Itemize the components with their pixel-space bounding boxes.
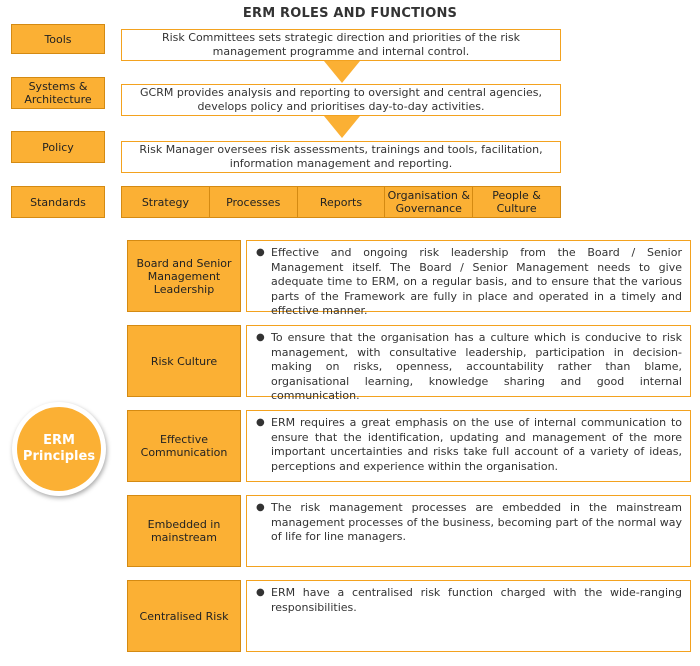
standard-strategy: Strategy — [121, 186, 209, 218]
standard-organisation-governance: Organisation & Governance — [384, 186, 473, 218]
bullet-icon: ● — [256, 247, 265, 258]
principle-label-effective-communication: Effective Communication — [127, 410, 241, 482]
principle-text: Effective and ongoing risk leadership fr… — [271, 246, 682, 317]
standard-people-culture: People & Culture — [472, 186, 561, 218]
principle-label-risk-culture: Risk Culture — [127, 325, 241, 397]
diagram-title: ERM ROLES AND FUNCTIONS — [242, 6, 458, 21]
principle-text: ERM have a centralised risk function cha… — [271, 586, 682, 614]
bullet-icon: ● — [256, 417, 265, 428]
role-label-standards: Standards — [11, 186, 105, 218]
down-arrow — [324, 61, 360, 83]
erm-principles-heading: ERM Principles — [17, 407, 101, 491]
bullet-icon: ● — [256, 587, 265, 598]
role-label-systems-architecture: Systems & Architecture — [11, 77, 105, 109]
principle-description-board-leadership: ● Effective and ongoing risk leadership … — [246, 240, 691, 317]
principle-label-centralised-risk: Centralised Risk — [127, 580, 241, 652]
role-description-systems-architecture: GCRM provides analysis and reporting to … — [121, 84, 561, 116]
role-description-tools: Risk Committees sets strategic direction… — [121, 29, 561, 61]
standard-reports: Reports — [296, 186, 385, 218]
principle-text: To ensure that the organisation has a cu… — [271, 331, 682, 402]
down-arrow — [324, 116, 360, 138]
role-description-policy: Risk Manager oversees risk assessments, … — [121, 141, 561, 173]
role-label-policy: Policy — [11, 131, 105, 163]
principle-description-effective-communication: ● ERM requires a great emphasis on the u… — [246, 410, 691, 482]
principle-label-board-leadership: Board and Senior Management Leadership — [127, 240, 241, 312]
principle-label-embedded-mainstream: Embedded in mainstream — [127, 495, 241, 567]
standards-row: Strategy Processes Reports Organisation … — [121, 186, 561, 218]
bullet-icon: ● — [256, 502, 265, 513]
principle-text: ERM requires a great emphasis on the use… — [271, 416, 682, 473]
principle-description-embedded-mainstream: ● The risk management processes are embe… — [246, 495, 691, 567]
bullet-icon: ● — [256, 332, 265, 343]
role-label-tools: Tools — [11, 24, 105, 54]
principle-description-risk-culture: ● To ensure that the organisation has a … — [246, 325, 691, 402]
erm-principles-circle: ERM Principles — [12, 402, 106, 496]
principle-description-centralised-risk: ● ERM have a centralised risk function c… — [246, 580, 691, 652]
principle-text: The risk management processes are embedd… — [271, 501, 682, 543]
standard-processes: Processes — [208, 186, 297, 218]
